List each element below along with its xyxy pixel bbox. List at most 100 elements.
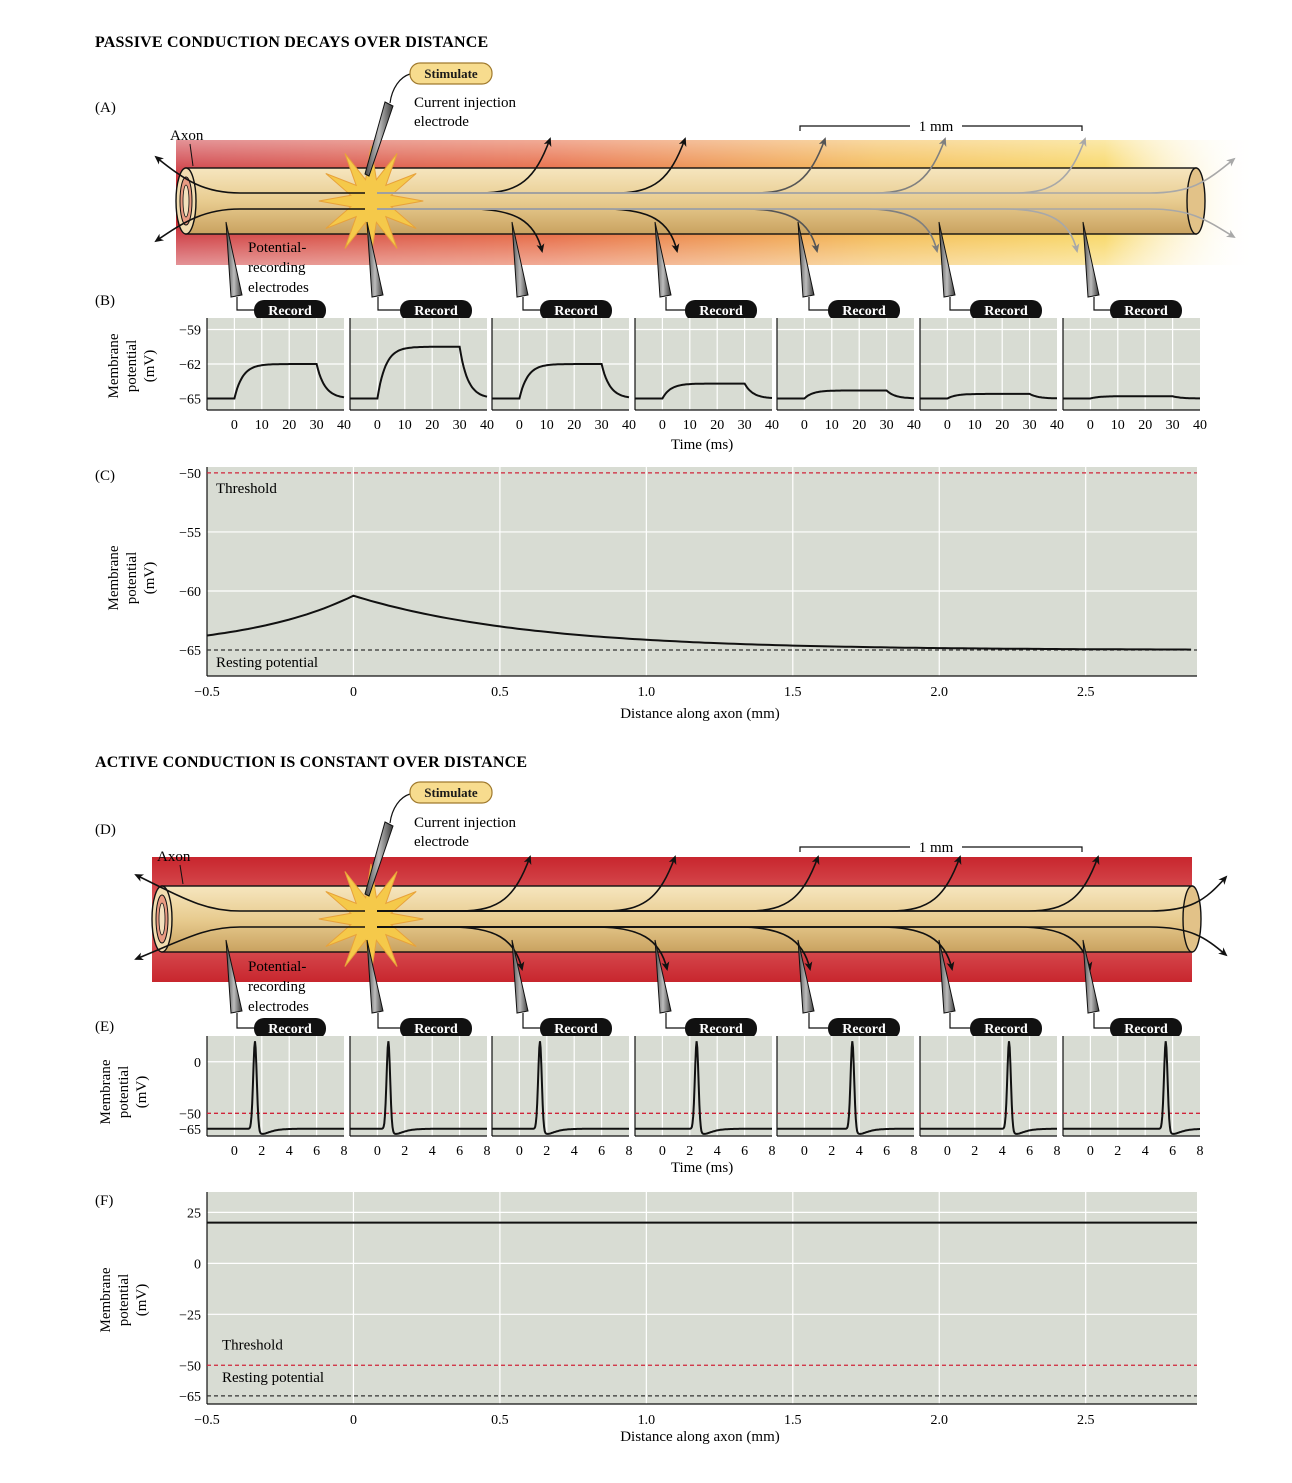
record-badge xyxy=(685,1018,757,1039)
y-tick-label: −65 xyxy=(179,644,201,659)
x-tick-label: 8 xyxy=(1054,1144,1061,1159)
current-line-left-up xyxy=(134,874,365,912)
active-recording-label-line1: Potential- xyxy=(248,959,306,975)
x-tick-label: 4 xyxy=(429,1144,436,1159)
x-tick-label: 40 xyxy=(480,418,494,433)
active-injection-label-line2: electrode xyxy=(414,834,469,850)
record-badge-label: Record xyxy=(554,304,598,319)
electrode-wire xyxy=(665,297,685,311)
x-tick-label: 6 xyxy=(456,1144,463,1159)
electrode-wire xyxy=(949,1013,970,1029)
recording-electrode xyxy=(225,221,243,298)
recording-electrode xyxy=(511,939,529,1014)
recording-electrode xyxy=(366,939,384,1014)
active-axon-label: Axon xyxy=(157,849,191,865)
passive-current-lines xyxy=(154,137,1236,253)
x-tick-label: 2.5 xyxy=(1077,1413,1095,1428)
plot-background xyxy=(207,1192,1197,1404)
active-recording-label-line3: electrodes xyxy=(248,999,309,1015)
active-axon-core xyxy=(158,902,166,936)
x-tick-label: 40 xyxy=(622,418,636,433)
x-tick-label: 4 xyxy=(1142,1144,1149,1159)
x-tick-label: 2.0 xyxy=(930,685,948,700)
record-badge-label: Record xyxy=(414,304,458,319)
y-tick-label: 25 xyxy=(187,1206,201,1221)
x-tick-label: 8 xyxy=(484,1144,491,1159)
panel-label-b: (B) xyxy=(95,293,115,309)
panel-b-ylabel-line2: potential xyxy=(124,340,140,393)
active-stimulate-text: Stimulate xyxy=(424,785,478,800)
panel-e-ylabel-line1: Membrane xyxy=(98,1059,114,1124)
active-stimulus-burst xyxy=(318,863,424,975)
passive-axon-leader xyxy=(189,143,194,167)
x-tick-label: 4 xyxy=(999,1144,1006,1159)
panel-c-y-axis-title: Membrane potential (mV) xyxy=(106,545,158,610)
x-tick-label: 20 xyxy=(995,418,1009,433)
x-tick-label: 1.0 xyxy=(638,1413,656,1428)
recording-electrode xyxy=(938,939,956,1014)
recording-panel-bg xyxy=(777,1036,914,1136)
recording-electrode xyxy=(654,221,672,298)
x-tick-label: 4 xyxy=(286,1144,293,1159)
panel-b-ylabel-line1: Membrane xyxy=(106,333,122,398)
recording-electrode xyxy=(225,939,243,1014)
electrode-wire xyxy=(236,1013,254,1029)
record-badge xyxy=(540,300,612,321)
x-tick-label: 20 xyxy=(282,418,296,433)
x-tick-label: 0 xyxy=(350,685,357,700)
membrane-trace xyxy=(207,1041,344,1135)
membrane-trace xyxy=(492,1041,629,1135)
panel-c-ylabel-line1: Membrane xyxy=(106,545,122,610)
electrode-wire xyxy=(522,297,540,311)
x-tick-label: 0.5 xyxy=(491,685,509,700)
x-tick-label: 0 xyxy=(231,1144,238,1159)
membrane-trace xyxy=(350,1041,487,1135)
x-tick-label: 0 xyxy=(516,418,523,433)
panel-c-ylabel-line3: (mV) xyxy=(142,562,158,595)
record-badge xyxy=(400,300,472,321)
membrane-trace xyxy=(777,1041,914,1135)
current-line-right-up xyxy=(377,875,1228,912)
x-tick-label: 0 xyxy=(659,418,666,433)
x-tick-label: 2 xyxy=(686,1144,693,1159)
record-badge xyxy=(1110,300,1182,321)
y-tick-label: −50 xyxy=(179,1107,201,1122)
active-stimulating-electrode xyxy=(364,793,411,897)
x-tick-label: 0 xyxy=(659,1144,666,1159)
panel-f-ylabel-line2: potential xyxy=(116,1274,132,1327)
recording-electrode xyxy=(366,221,384,298)
passive-stimulate-text: Stimulate xyxy=(424,66,478,81)
y-tick-label: −50 xyxy=(179,467,201,482)
active-heading: ACTIVE CONDUCTION IS CONSTANT OVER DISTA… xyxy=(95,754,527,771)
x-tick-label: 10 xyxy=(1111,418,1125,433)
x-tick-label: 20 xyxy=(1138,418,1152,433)
threshold-label: Threshold xyxy=(222,1337,283,1353)
record-badge-label: Record xyxy=(1124,304,1168,319)
y-tick-label: −62 xyxy=(179,358,201,373)
passive-heading: PASSIVE CONDUCTION DECAYS OVER DISTANCE xyxy=(95,34,488,51)
record-badge xyxy=(970,1018,1042,1039)
x-tick-label: 6 xyxy=(1169,1144,1176,1159)
x-tick-label: 6 xyxy=(741,1144,748,1159)
record-badge-label: Record xyxy=(699,304,743,319)
passive-stimulus-burst xyxy=(318,145,424,257)
x-tick-label: 40 xyxy=(337,418,351,433)
current-line-right-up xyxy=(377,157,1236,194)
x-tick-label: 2 xyxy=(971,1144,978,1159)
x-tick-label: 2 xyxy=(543,1144,550,1159)
membrane-potential-curve xyxy=(206,594,1192,651)
panel-b-ylabel-line3: (mV) xyxy=(142,350,158,383)
recording-panel-bg xyxy=(920,1036,1057,1136)
recording-panel-bg xyxy=(1063,1036,1200,1136)
panel-e-ylabel-line3: (mV) xyxy=(134,1076,150,1109)
membrane-trace xyxy=(492,363,630,400)
x-tick-label: 20 xyxy=(852,418,866,433)
passive-injection-label-line2: electrode xyxy=(414,114,469,130)
record-badge-label: Record xyxy=(268,304,312,319)
